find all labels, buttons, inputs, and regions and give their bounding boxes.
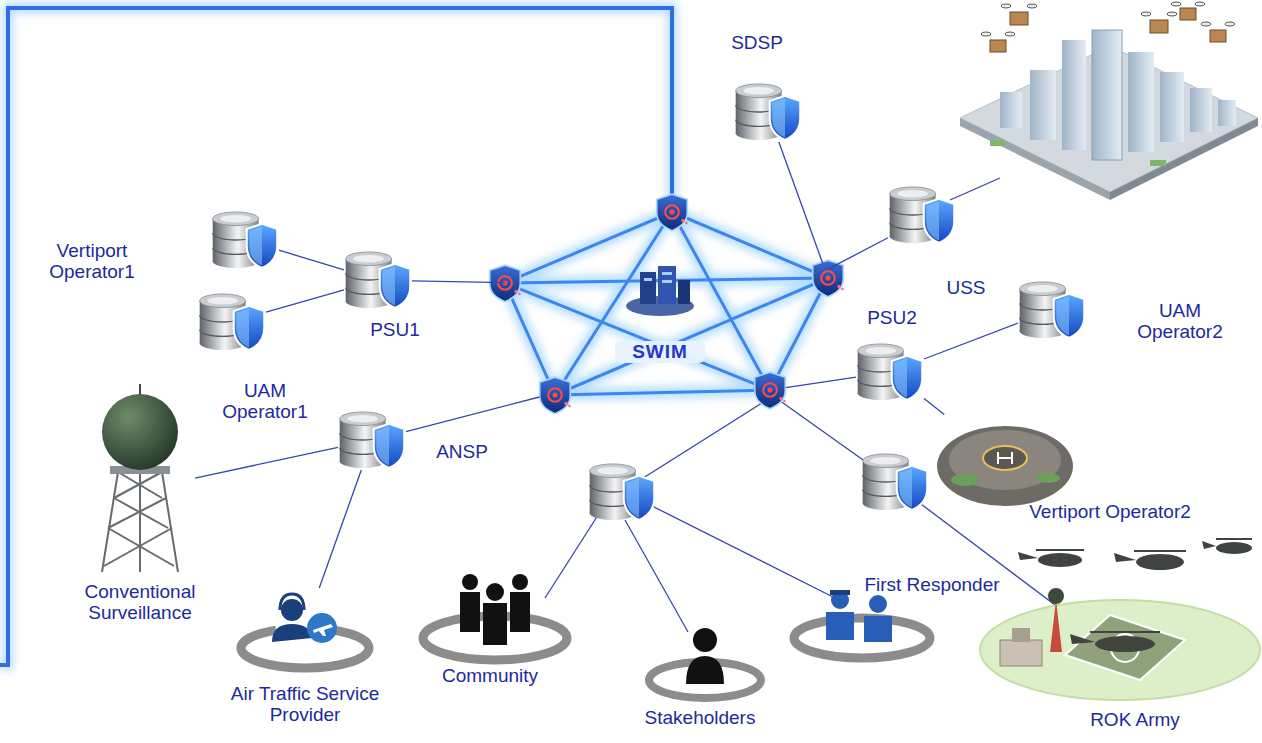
node-label: Vertiport Operator1 [37,241,147,283]
actor-node: Air Traffic Service Provider [235,588,375,668]
database-icon [1018,280,1086,340]
database-icon [198,292,266,352]
database-icon [590,454,928,520]
actor-node: First Responder [792,583,932,653]
link-line [195,447,338,478]
link-line [924,399,944,415]
responder-icon [794,590,930,658]
actor-node: Community [415,580,575,660]
database-icon [890,187,955,243]
database-icon [856,342,924,402]
controller-icon [241,592,369,668]
database-icon [734,82,802,142]
node-label: Vertiport Operator2 [1010,502,1210,523]
database-icon [346,252,411,308]
node-label: USS [936,278,996,299]
database-node: USS [888,185,956,245]
node-label: UAM Operator2 [1125,301,1235,343]
link-line [412,281,505,283]
node-label: ROK Army [1080,710,1190,731]
database-icon [211,210,279,270]
gateway-shield [490,194,844,414]
uplink-wire [0,8,672,665]
radar-node: Conventional Surveillance [85,405,195,575]
database-node: SDSP [734,82,802,142]
node-label: UAM Operator1 [210,381,320,423]
database-node: UAM Operator2 [1018,280,1086,340]
database-icon [888,185,956,245]
database-node: UAM Operator1 [198,292,266,352]
database-node: Vertiport Operator1 [211,210,279,270]
database-node: PSU1 [344,250,412,310]
link-line [266,290,344,312]
node-label: Conventional Surveillance [75,582,205,624]
network-label: SWIM [615,341,705,364]
link-line [779,142,823,263]
database-icon [344,250,412,310]
database-icon [338,410,406,470]
node-label: ANSP [427,442,497,463]
database-icon [1020,282,1085,338]
vertiport-illustration [937,426,1073,506]
node-label: First Responder [857,575,1007,596]
vertiport-node: Vertiport Operator2 [935,415,1075,510]
army-node: ROK Army [985,585,1255,695]
actor-node: Stakeholders [640,625,770,695]
database-node: ANSP [338,410,406,470]
link-line [828,238,888,269]
database-icon [213,212,278,268]
link-line [406,397,539,432]
network-hub: SWIM [505,212,828,395]
node-label: Air Traffic Service Provider [230,684,380,726]
node-label: SDSP [717,33,797,54]
hub-server [626,266,694,316]
database-icon [200,294,265,350]
link-line [319,470,361,588]
database-node: PSU2 [856,342,924,402]
database-icon [340,412,405,468]
community-icon [423,574,567,660]
stakeholder-icon [649,628,761,698]
database-icon [736,84,801,140]
swim-mesh [505,212,828,395]
node-label: PSU2 [857,308,927,329]
node-label: Stakeholders [635,708,765,729]
link-line [924,323,1018,359]
army-base [980,539,1260,700]
link-line [279,250,344,270]
link-wire [545,178,1075,632]
smart-city [960,2,1258,200]
radar-tower [102,384,178,572]
node-label: PSU1 [355,320,435,341]
database-icon [858,344,923,400]
node-label: Community [435,666,545,687]
link-line [786,377,856,388]
